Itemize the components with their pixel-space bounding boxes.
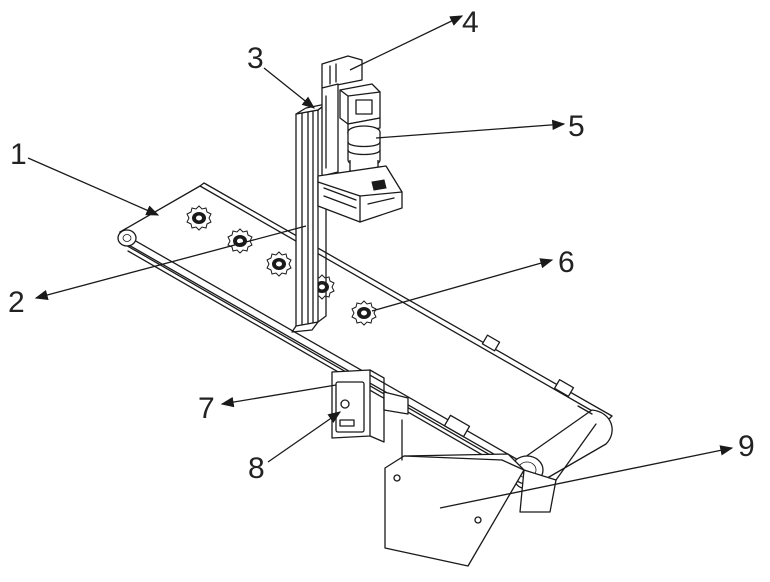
leader-8 [268,412,340,462]
callout-7: 7 [198,392,215,425]
callout-9: 9 [738,430,755,463]
conveyor-belt [118,183,612,489]
callout-8: 8 [248,452,265,485]
leader-4 [350,16,462,70]
leader-1 [28,158,158,215]
callout-6: 6 [558,246,575,279]
leader-3 [264,68,314,108]
callout-4: 4 [462,6,479,39]
leader-6 [372,260,552,311]
callout-3: 3 [247,42,264,75]
callout-labels: 1 2 3 4 5 6 7 8 9 [8,6,755,485]
callout-5: 5 [568,110,585,143]
callout-2: 2 [8,286,25,319]
leader-5 [376,124,564,138]
callout-1: 1 [10,138,27,171]
leader-lines [28,16,732,508]
leader-7 [222,385,336,404]
